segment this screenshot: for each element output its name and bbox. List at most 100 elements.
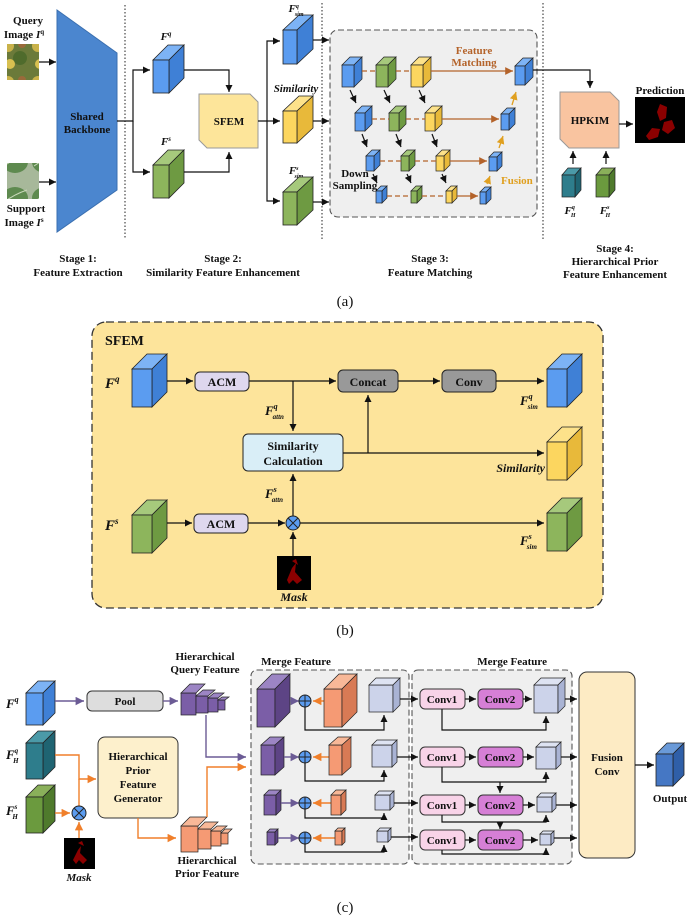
cube-y1: [410, 56, 432, 88]
fs-label-b: Fs: [104, 516, 119, 534]
merge-feature-label-2: Merge Feature: [477, 656, 547, 668]
down-sampling-label-line1: Down: [341, 168, 369, 180]
fusion-conv-label-line1: Fusion: [591, 752, 623, 764]
stage3-subtitle: Feature Matching: [388, 267, 473, 279]
fusion-conv-label-line2: Conv: [594, 766, 620, 778]
simcalc-label-line1: Similarity: [267, 439, 318, 453]
cube-g2: [388, 105, 407, 132]
fq-to-sfem-arrow: [184, 69, 233, 92]
hpkim-block: [559, 91, 620, 149]
conv1-label-row2: Conv1: [427, 752, 458, 764]
similarity-cube-b: [546, 426, 583, 481]
cube-b1: [341, 56, 363, 88]
stage4-title: Stage 4:: [596, 243, 634, 255]
similarity-label: Similarity: [274, 83, 319, 95]
cube-g4: [410, 185, 423, 204]
conv2-label-row2: Conv2: [485, 752, 516, 764]
fq-label: Fq: [160, 30, 172, 43]
acm-top-label: ACM: [208, 375, 237, 389]
simcalc-label-line2: Calculation: [263, 454, 323, 468]
cube-y4: [445, 185, 458, 204]
stage3-title: Stage 3:: [411, 253, 449, 265]
query-image-label2: Image Iq: [4, 28, 44, 41]
sfem-to-fsimq-arrow: [258, 37, 280, 122]
cube-o2: [500, 107, 516, 131]
support-image-label2: Image Is: [4, 216, 43, 229]
panel-a: Query Image Iq Support Image Is Shared B…: [4, 3, 685, 310]
hierarchical-prior-feature-stack: [180, 816, 233, 853]
fq-label-c: Fq: [5, 695, 19, 711]
fsims-cube-b: [546, 497, 583, 552]
prediction-mask-image: [635, 97, 685, 143]
hpkim-label: HPKIM: [571, 115, 610, 127]
feature-matching-pyramid: [341, 56, 534, 205]
fhs-cube-a: [595, 167, 616, 198]
stage1-title: Stage 1:: [59, 253, 97, 265]
fs-cube-b: [131, 499, 168, 554]
fsimq-cube-b: [546, 353, 583, 408]
output-cube: [655, 742, 685, 787]
sfem-title: SFEM: [105, 334, 144, 349]
fq-cube: [152, 44, 185, 94]
stage2-title: Stage 2:: [204, 253, 242, 265]
backbone-label-line2: Backbone: [64, 124, 111, 136]
cube-b3: [365, 149, 381, 172]
backbone-label-line1: Shared: [70, 111, 103, 123]
mask-image-c: [64, 838, 95, 869]
pool-label: Pool: [115, 696, 136, 708]
fhq-cube-c: [25, 730, 56, 780]
stage4-subtitle-line1: Hierarchical Prior: [572, 256, 659, 268]
cube-o3: [488, 151, 503, 172]
fsimq-cube: [281, 14, 315, 65]
conv1-label-row3: Conv1: [427, 800, 458, 812]
fs-to-sfem-arrow: [184, 152, 233, 173]
cube-g1: [375, 56, 397, 88]
similarity-label-b: Similarity: [496, 461, 545, 475]
shared-backbone-block: [56, 9, 118, 233]
fusion-conv-block: [578, 671, 636, 859]
multiply-operator-b: [285, 515, 301, 531]
hqf-label-line2: Query Feature: [170, 664, 239, 676]
output-label: Output: [653, 793, 688, 805]
prediction-label: Prediction: [636, 85, 685, 97]
fhq-cube-a: [561, 167, 582, 198]
fsims-cube: [281, 176, 315, 226]
hqf-label-line1: Hierarchical: [175, 651, 234, 663]
hierarchical-prior-feature-generator-block: [97, 736, 179, 819]
hpfg-label-line3: Feature: [120, 779, 157, 791]
hpfg-label-line1: Hierarchical: [108, 751, 167, 763]
merge-feature-label-1: Merge Feature: [261, 656, 331, 668]
hpf-label-line1: Hierarchical: [177, 855, 236, 867]
conv1-label-row1: Conv1: [427, 694, 458, 706]
cube-y2: [424, 105, 443, 132]
stage1-subtitle: Feature Extraction: [33, 267, 122, 279]
hpfg-label-line2: Prior: [125, 765, 150, 777]
fq-cube-c: [25, 680, 56, 726]
cube-o4: [479, 186, 492, 205]
fs-label: Fs: [160, 135, 171, 148]
feature-matching-label-line1: Feature: [456, 45, 493, 57]
cube-o1: [514, 57, 534, 86]
support-image-label: Support: [7, 203, 46, 215]
conv-label: Conv: [455, 375, 482, 389]
conv2-label-row3: Conv2: [485, 800, 516, 812]
multiply-operator-c: [71, 805, 87, 821]
hpf-label-line2: Prior Feature: [175, 868, 239, 880]
cube-g3: [400, 149, 416, 172]
feature-matching-label-line2: Matching: [451, 57, 497, 69]
caption-c: (c): [337, 900, 354, 916]
caption-b: (b): [336, 623, 354, 639]
mask-label-c: Mask: [65, 872, 92, 884]
conv1-label-row4: Conv1: [427, 835, 458, 847]
cube-b4: [375, 185, 388, 204]
fusion-label: Fusion: [501, 175, 533, 187]
merge-feature-rows-2: Conv1 Conv2 Conv1 Conv2 Conv1 Conv2: [419, 677, 566, 856]
